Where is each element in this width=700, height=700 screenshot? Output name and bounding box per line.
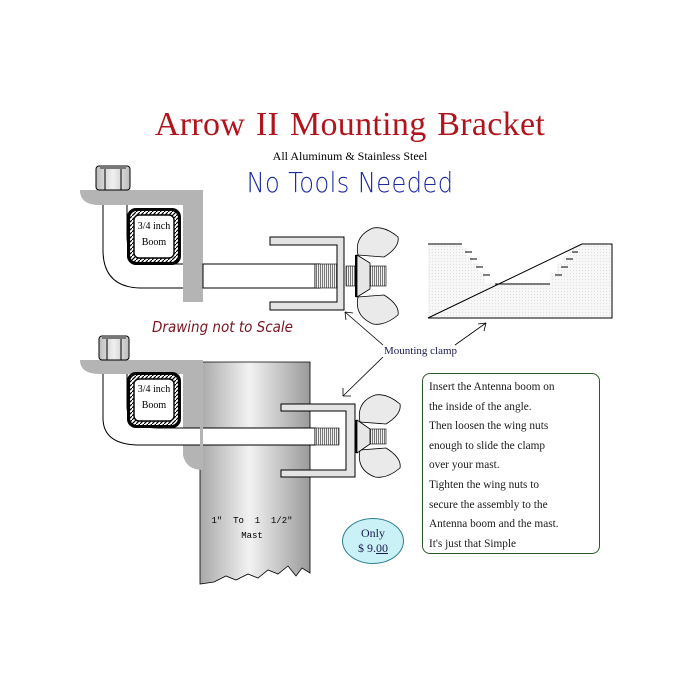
instruction-line: the inside of the angle. [429, 400, 532, 413]
clamp-top [269, 236, 345, 311]
boom-bottom [127, 372, 181, 428]
mounting-clamp-label: Mounting clamp [384, 345, 458, 357]
instruction-line: Then loosen the wing nuts [429, 420, 549, 433]
mast [199, 361, 311, 585]
boom-size: 3/4 inch [137, 384, 171, 395]
tagline: No Tools Needed [246, 166, 454, 199]
callout-arrows [342, 311, 487, 397]
instruction-line: Insert the Antenna boom on [429, 381, 555, 393]
instruction-line: secure the assembly to the [429, 498, 548, 511]
mast-word: Mast [241, 531, 263, 541]
price-prefix: Only [361, 526, 385, 540]
instruction-line: It's just that Simple [429, 537, 517, 550]
bottom-assembly [80, 335, 401, 585]
price-amount: $ 9.00 [358, 541, 388, 555]
instructions-box: Insert the Antenna boom on the inside of… [422, 373, 600, 554]
boom-top [127, 208, 181, 265]
hex-nut-bottom-icon [98, 335, 130, 361]
boom-word: Boom [141, 237, 167, 248]
boom-label-bottom: 3/4 inch Boom [132, 382, 176, 414]
hex-nut-top-icon [95, 165, 131, 191]
price-badge: Only $ 9.00 [342, 518, 404, 564]
wing-nut-top-icon [355, 227, 399, 325]
mast-size: 1" To 1 1/2" [211, 516, 293, 526]
scale-note: Drawing not to Scale [152, 318, 294, 336]
page-title: Arrow II Mounting Bracket [154, 106, 546, 143]
boom-label-top: 3/4 inch Boom [132, 219, 176, 251]
instruction-line: Antenna boom and the mast. [429, 518, 559, 531]
instruction-line: enough to slide the clamp [429, 439, 546, 452]
top-assembly [80, 165, 399, 325]
clamp-profile [427, 243, 613, 319]
mast-label: 1" To 1 1/2" Mast [200, 514, 304, 544]
instruction-line: Tighten the wing nuts to [429, 478, 540, 491]
boom-size: 3/4 inch [137, 221, 171, 232]
subtitle: All Aluminum & Stainless Steel [272, 149, 428, 163]
instruction-line: over your mast. [429, 459, 500, 472]
boom-word: Boom [141, 400, 167, 411]
wing-nut-bottom-icon [355, 394, 401, 478]
